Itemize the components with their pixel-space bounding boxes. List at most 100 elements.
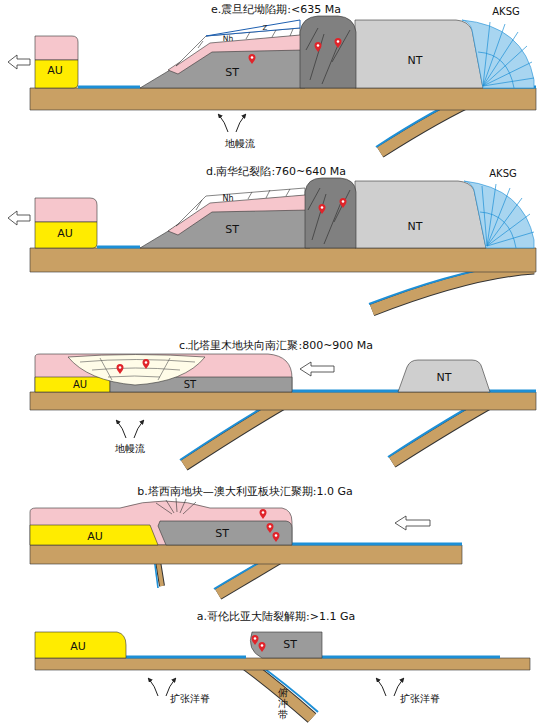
oceanic-crust-line — [292, 390, 400, 393]
ridge-arrow — [377, 679, 386, 696]
block-outline — [35, 198, 97, 222]
upper-crust-layer — [35, 354, 292, 392]
process-label: 地幔流 — [115, 443, 145, 454]
lithosphere-band — [30, 248, 536, 272]
lithosphere-band — [35, 658, 530, 670]
block-label: AU — [47, 65, 63, 76]
crustal-block: AU — [35, 36, 78, 88]
strata-label: Z — [263, 25, 268, 33]
motion-arrow — [8, 55, 30, 69]
block-label: AU — [70, 641, 86, 652]
mantle-flow-arrow — [236, 115, 245, 132]
block-shape — [35, 36, 78, 88]
mantle-flow-arrow — [219, 115, 228, 132]
block-outline — [398, 360, 490, 392]
oceanic-crust-line — [78, 86, 140, 89]
process-label: 扩张洋脊 — [400, 693, 440, 704]
subducting-slab — [372, 268, 534, 310]
oceanic-crust-line — [488, 390, 536, 393]
fan-structure — [156, 498, 196, 514]
suture-zone — [305, 178, 356, 248]
basin-strata — [80, 358, 195, 380]
fan-structure — [478, 22, 534, 88]
block-label: AKSG — [492, 7, 520, 17]
panel-a-overlay — [252, 635, 266, 652]
suture-fault — [306, 28, 350, 84]
process-label: 扩张洋脊 — [170, 693, 210, 704]
crustal-block: AKSG — [462, 6, 536, 88]
panel-d-overlay — [176, 178, 534, 248]
sample-pin — [267, 523, 274, 533]
mantle-flow-arrow — [117, 421, 126, 438]
panel-e-overlay — [176, 16, 534, 88]
block-outline — [30, 525, 158, 545]
block-label: NT — [408, 55, 423, 66]
panel-c-overlay — [68, 355, 205, 386]
crustal-block: NT — [398, 360, 490, 392]
panel-title: d.南华纪裂陷:760~640 Ma — [206, 166, 346, 178]
block-shape — [355, 18, 483, 88]
crustal-block: NT — [355, 18, 483, 88]
block-shape — [355, 180, 487, 248]
block-label: ST — [225, 67, 239, 78]
block-label: AU — [87, 531, 103, 542]
block-outline — [355, 20, 483, 88]
motion-arrow — [8, 211, 30, 225]
block-label: ST — [283, 639, 297, 650]
ridge-arrow — [149, 679, 158, 696]
oceanic-crust-line — [97, 246, 140, 249]
upper-crust-layer — [30, 501, 292, 545]
block-outline — [140, 206, 310, 248]
oceanic-crust-line — [126, 656, 246, 659]
block-label: ST — [225, 224, 239, 235]
crustal-block: AU — [35, 198, 97, 248]
basin-fill — [68, 355, 205, 386]
slab-outline — [372, 268, 534, 310]
panel-title: b.塔西南地块—澳大利亚板块汇聚期:1.0 Ga — [137, 486, 352, 498]
block-outline — [140, 46, 305, 88]
rift-fault — [196, 189, 290, 210]
sample-pin — [319, 204, 326, 214]
crustal-block: AU — [30, 525, 158, 545]
sample-pin — [315, 42, 322, 52]
block-outline — [355, 181, 486, 248]
crustal-block: NT — [355, 180, 487, 248]
suture-fault — [308, 188, 350, 244]
crustal-block: AU — [35, 632, 126, 658]
process-label: 俯 冲 带 — [277, 687, 289, 720]
sample-pin — [273, 532, 280, 542]
rift-fault — [198, 29, 293, 48]
sample-pin — [252, 635, 259, 645]
panel-title: e.震旦纪坳陷期:<635 Ma — [211, 4, 341, 16]
process-label: 地幔流 — [225, 138, 255, 149]
sample-pin — [335, 38, 342, 48]
block-shape — [35, 198, 97, 248]
strata-label: Nh — [222, 195, 233, 204]
mantle-flow-arrow — [134, 421, 143, 438]
block-outline — [35, 36, 78, 60]
fan-structure — [480, 184, 534, 248]
block-outline — [35, 377, 110, 392]
panel-title: a.哥伦比亚大陆裂解期:>1.1 Ga — [197, 611, 355, 623]
block-outline — [464, 181, 534, 248]
sample-pin — [249, 54, 256, 64]
block-outline — [35, 222, 97, 248]
crustal-block: AU — [35, 377, 110, 392]
block-outline — [35, 60, 78, 88]
oceanic-crust-line — [322, 656, 500, 659]
block-label: NT — [408, 221, 423, 232]
strata-label: Nh — [223, 35, 233, 43]
oceanic-crust-line — [292, 543, 462, 546]
suture-zone — [300, 16, 356, 88]
block-label: ST — [215, 528, 229, 539]
panel-title: c.北塔里木地块向南汇聚:800~900 Ma — [179, 340, 373, 352]
sample-pin — [143, 359, 150, 369]
sample-pin — [340, 198, 347, 208]
panel-c-background — [30, 354, 536, 465]
lithosphere-band — [30, 88, 536, 110]
rift-sediment — [176, 188, 305, 226]
block-label: AU — [57, 228, 73, 239]
sample-pin — [117, 364, 124, 374]
